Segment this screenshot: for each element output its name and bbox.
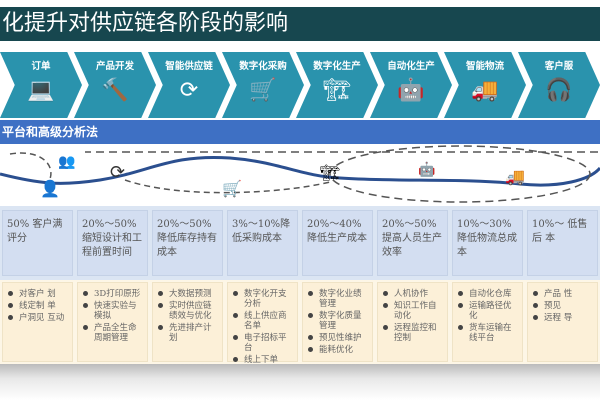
stage-chevron: 客户服 🎧 <box>518 52 600 118</box>
metric-cell: 20%～40%降低生产成本 <box>302 210 373 276</box>
lever-list: 产品 性预见远程 导 <box>533 289 594 323</box>
lever-item: 实时供应链绩效与优化 <box>158 301 219 321</box>
lever-list: 3D打印原形快速实验与模拟产品全生命周期管理 <box>83 289 144 343</box>
page-title: 化提升对供应链各阶段的影响 <box>0 7 600 41</box>
procurement-loop-dashed <box>124 179 331 194</box>
lever-item: 户洞见 互动 <box>8 313 69 323</box>
cycle-arrows-icon: ⟳ <box>179 78 199 103</box>
metric-cell: 20%～50%降低库存持有成本 <box>152 210 223 276</box>
lever-item: 远程 导 <box>533 313 594 323</box>
lever-cell: 对客户 划线定制 单户洞见 互动 <box>2 282 73 362</box>
lever-item: 预见 <box>533 301 594 311</box>
lever-item: 对客户 划 <box>8 289 69 299</box>
lever-item: 预见性维护 <box>308 333 369 343</box>
stage-label: 客户服 <box>544 61 574 72</box>
laptop-icon: 💻 <box>27 78 55 103</box>
lever-item: 远程监控和控制 <box>383 323 444 343</box>
stage-label: 订单 <box>31 61 51 72</box>
metric-cell: 3%～10%降低采购成本 <box>227 210 298 276</box>
headset-agent-icon: 🎧 <box>545 78 573 103</box>
gavel-icon: 🔨 <box>101 78 129 103</box>
metric-cell: 10%～ 低售后 本 <box>527 210 598 276</box>
lever-item: 数字化业绩管理 <box>308 289 369 309</box>
lever-list: 数字化业绩管理数字化质量管理预见性维护能耗优化 <box>308 289 369 355</box>
lever-cell: 数字化业绩管理数字化质量管理预见性维护能耗优化 <box>302 282 373 362</box>
truck-icon: 🚚 <box>505 167 525 186</box>
flow-diagram: 👤 👥 ⟳ 🛒 🏗 🤖 🚚 <box>0 145 600 203</box>
cart-icon: 🛒 <box>222 179 242 198</box>
crane-icon: 🏗 <box>323 78 351 103</box>
lever-item: 人机协作 <box>383 289 444 299</box>
lever-item: 产品 性 <box>533 289 594 299</box>
lever-item: 数字化开支分析 <box>233 289 294 309</box>
lever-item: 快速实验与模拟 <box>83 301 144 321</box>
lever-cell: 数字化开支分析线上供应商名单电子招标平台线上下单 <box>227 282 298 365</box>
platform-banner: 平台和高级分析法 <box>0 120 600 144</box>
lever-item: 线上供应商名单 <box>233 311 294 331</box>
lever-item: 能耗优化 <box>308 345 369 355</box>
lever-item: 线定制 单 <box>8 301 69 311</box>
robot-icon: 🤖 <box>397 78 425 103</box>
cycle-icon: ⟳ <box>110 162 125 183</box>
metric-cell: 20%～50%提高人员生产效率 <box>377 210 448 276</box>
lever-item: 3D打印原形 <box>83 289 144 299</box>
lever-cell: 人机协作知识工作自动化远程监控和控制 <box>377 282 448 362</box>
lever-list: 数字化开支分析线上供应商名单电子招标平台线上下单 <box>233 289 294 365</box>
stage-chevron: 数字化采购 🛒 <box>222 52 304 118</box>
lever-cell: 大数据预测实时供应链绩效与优化先进排产计划 <box>152 282 223 362</box>
stage-chevron: 数字化生产 🏗 <box>296 52 378 118</box>
supply-chain-curve <box>0 155 600 187</box>
stage-label: 产品开发 <box>95 61 134 72</box>
stage-chevron: 智能供应链 ⟳ <box>148 52 230 118</box>
truck-icon: 🚚 <box>471 78 499 103</box>
production-loop-dashed <box>329 145 591 203</box>
stage-chevron: 自动化生产 🤖 <box>370 52 452 118</box>
lever-item: 自动化仓库 <box>458 289 519 299</box>
crane-icon: 🏗 <box>320 163 340 182</box>
lever-item: 知识工作自动化 <box>383 301 444 321</box>
lever-cell: 3D打印原形快速实验与模拟产品全生命周期管理 <box>77 282 148 362</box>
lever-cell: 自动化仓库运输路径优化货车运输在线平台 <box>452 282 523 362</box>
lever-item: 运输路径优化 <box>458 301 519 321</box>
lever-item: 数字化质量管理 <box>308 311 369 331</box>
lever-list: 自动化仓库运输路径优化货车运输在线平台 <box>458 289 519 343</box>
stage-chevron: 产品开发 🔨 <box>74 52 156 118</box>
lever-item: 线上下单 <box>233 355 294 365</box>
stage-label: 自动化生产 <box>387 61 435 72</box>
lever-item: 产品全生命周期管理 <box>83 323 144 343</box>
lever-cell: 产品 性预见远程 导 <box>527 282 598 362</box>
lever-item: 大数据预测 <box>158 289 219 299</box>
worker-icon: 👤 <box>40 179 60 198</box>
lever-list: 大数据预测实时供应链绩效与优化先进排产计划 <box>158 289 219 343</box>
robot-icon: 🤖 <box>418 161 435 178</box>
stage-chevron: 订单 💻 <box>0 52 82 118</box>
metric-cell: 10%～30%降低物流总成本 <box>452 210 523 276</box>
stage-chevrons: 订单 💻 产品开发 🔨 智能供应链 ⟳ 数字化采购 🛒 数字化生产 🏗 自动化生产 🤖 智能物流 🚚 客户服… <box>0 52 600 118</box>
customer-group-icon: 👥 <box>58 154 75 170</box>
stage-label: 智能物流 <box>465 61 504 72</box>
lever-item: 货车运输在线平台 <box>458 323 519 343</box>
lever-list: 人机协作知识工作自动化远程监控和控制 <box>383 289 444 343</box>
stage-label: 数字化生产 <box>313 61 361 72</box>
stage-label: 智能供应链 <box>165 61 213 72</box>
bottom-shadow <box>0 364 600 400</box>
stage-chevron: 智能物流 🚚 <box>444 52 526 118</box>
lever-list: 对客户 划线定制 单户洞见 互动 <box>8 289 69 323</box>
shopping-cart-icon: 🛒 <box>249 78 277 103</box>
feedback-loop-dashed <box>9 152 52 180</box>
lever-item: 先进排产计划 <box>158 323 219 343</box>
metric-cell: 50% 客户满 评分 <box>2 210 73 276</box>
lever-item: 电子招标平台 <box>233 333 294 353</box>
stage-label: 数字化采购 <box>239 61 287 72</box>
metric-cell: 20%～50%缩短设计和工程前置时间 <box>77 210 148 276</box>
